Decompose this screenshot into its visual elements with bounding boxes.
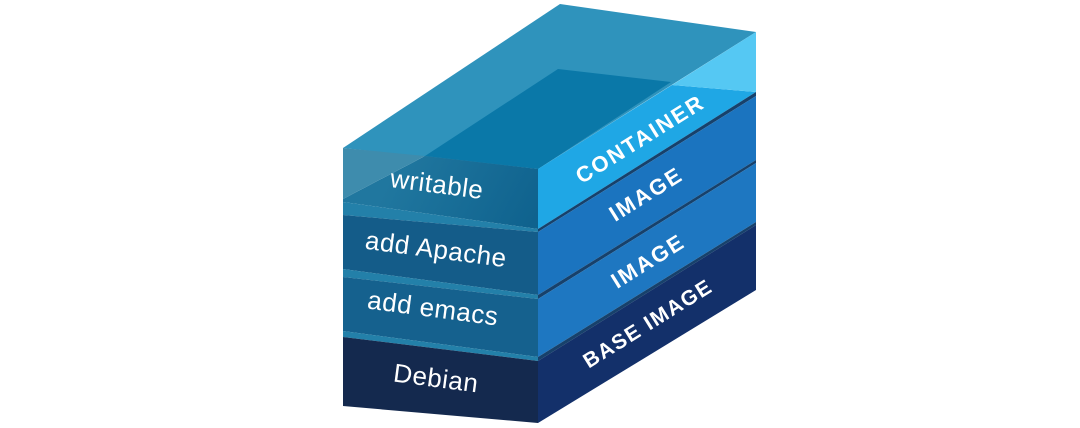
image2-front-face — [343, 277, 538, 357]
image2-top-seam — [538, 160, 756, 299]
base-top-seam — [538, 222, 756, 361]
image2-top-sliver — [343, 269, 538, 299]
image1-top-sliver — [343, 202, 538, 232]
image1-top-seam — [538, 92, 756, 232]
image1-side-face — [538, 96, 756, 295]
container-top-face-inner-shadow — [425, 69, 671, 169]
container-side-face-overhang — [672, 32, 756, 92]
container-front-face — [343, 156, 538, 229]
base-front-face — [343, 337, 538, 423]
image1-front-face — [343, 215, 538, 295]
base-top-sliver — [343, 331, 538, 361]
container-side-face — [538, 85, 756, 229]
container-front-face-overhang — [343, 148, 425, 199]
base-side-face — [538, 225, 756, 423]
image2-side-face — [538, 163, 756, 357]
